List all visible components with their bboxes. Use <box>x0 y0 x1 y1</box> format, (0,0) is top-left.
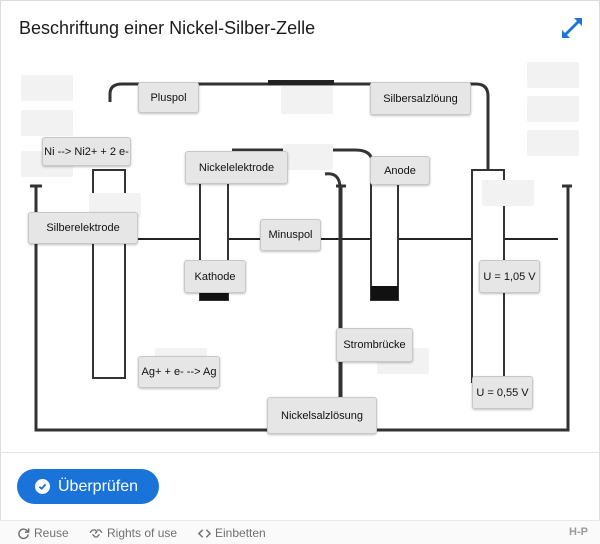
fullscreen-expand-icon <box>562 18 582 38</box>
drop-zone[interactable] <box>21 110 73 136</box>
check-circle-icon <box>35 479 50 494</box>
fullscreen-button[interactable] <box>560 16 584 40</box>
reuse-label: Reuse <box>34 526 69 540</box>
drop-zone[interactable] <box>527 62 579 88</box>
rights-of-use-button[interactable]: Rights of use <box>89 526 177 540</box>
task-title: Beschriftung einer Nickel-Silber-Zelle <box>19 18 316 38</box>
draggable-label-ni-reaction[interactable]: Ni --> Ni2+ + 2 e- <box>42 137 131 166</box>
drop-zone[interactable] <box>482 180 534 206</box>
draggable-label-nickelsalzloesung[interactable]: Nickelsalzlösung <box>267 397 377 434</box>
draggable-label-minuspol[interactable]: Minuspol <box>260 219 321 251</box>
draggable-label-u-055[interactable]: U = 0,55 V <box>472 376 533 409</box>
reuse-button[interactable]: Reuse <box>17 526 69 540</box>
drop-zone[interactable] <box>527 96 579 122</box>
drag-and-drop-area: Pluspol Silbersalzlöung Ni --> Ni2+ + 2 … <box>0 50 600 450</box>
reuse-icon <box>18 527 30 539</box>
check-button[interactable]: Überprüfen <box>17 469 159 504</box>
embed-label: Einbetten <box>215 526 266 540</box>
check-button-label: Überprüfen <box>58 477 139 495</box>
drop-zone[interactable] <box>21 75 73 101</box>
drop-zone[interactable] <box>283 144 333 170</box>
draggable-label-nickelelektrode[interactable]: Nickelelektrode <box>185 151 288 184</box>
drop-zone[interactable] <box>527 130 579 156</box>
handshake-icon <box>89 528 103 538</box>
draggable-label-silberelektrode[interactable]: Silberelektrode <box>28 212 138 244</box>
draggable-label-pluspol[interactable]: Pluspol <box>138 82 199 113</box>
code-icon <box>198 528 211 538</box>
embed-button[interactable]: Einbetten <box>198 526 266 540</box>
draggable-label-silbersalzloesung[interactable]: Silbersalzlöung <box>370 82 471 115</box>
section-divider <box>0 452 600 453</box>
draggable-label-kathode[interactable]: Kathode <box>184 260 246 293</box>
draggable-label-strombruecke[interactable]: Strombrücke <box>336 328 413 362</box>
draggable-label-u-105[interactable]: U = 1,05 V <box>479 260 540 293</box>
footer-bar: Reuse Rights of use Einbetten H-P <box>0 520 600 544</box>
draggable-label-ag-reaction[interactable]: Ag+ + e- --> Ag <box>138 356 220 388</box>
rights-of-use-label: Rights of use <box>107 526 178 540</box>
draggable-label-anode[interactable]: Anode <box>370 156 430 185</box>
h5p-logo: H-P <box>569 526 588 538</box>
drop-zone[interactable] <box>281 86 333 114</box>
